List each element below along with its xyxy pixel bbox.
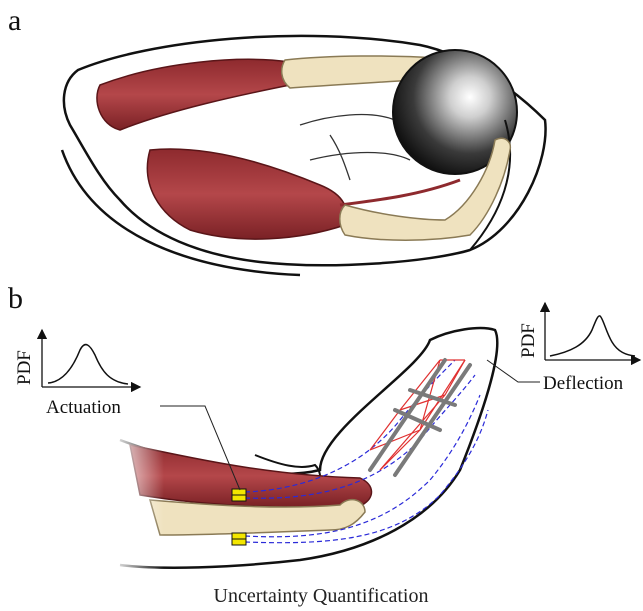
pdf-curve-deflection	[550, 316, 635, 356]
panel-a-label: a	[8, 4, 21, 37]
pdf-name-actuation: Actuation	[46, 397, 121, 418]
pdf-ylabel-deflection: PDF	[518, 323, 539, 358]
pdf-name-deflection: Deflection	[543, 373, 624, 394]
pdf-curve-actuation	[48, 345, 128, 384]
pdf-inset-deflection: PDF Deflection	[518, 303, 640, 394]
caption: Uncertainty Quantification	[214, 585, 429, 607]
panel-b-label: b	[8, 282, 23, 315]
hand-illustration-a	[62, 36, 546, 275]
hand-illustration-b	[110, 328, 497, 570]
pdf-inset-actuation: PDF Actuation	[14, 330, 140, 418]
pdf-ylabel-actuation: PDF	[14, 350, 35, 385]
